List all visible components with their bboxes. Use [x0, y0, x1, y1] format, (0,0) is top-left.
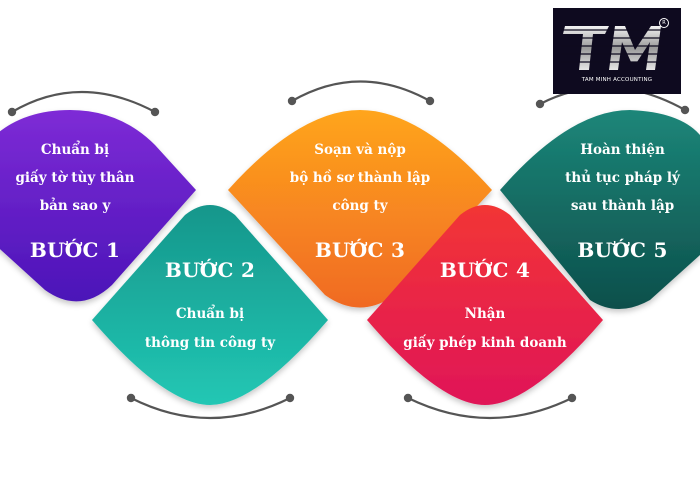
connector-arc-4 [407, 397, 573, 420]
step-3-line-3: công ty [332, 198, 388, 214]
logo-caption: TAM MINH ACCOUNTING [581, 77, 653, 83]
step-2-line-2: thông tin công ty [144, 335, 276, 351]
tam-minh-logo: R TAM MINH ACCOUNTING [553, 8, 681, 94]
registered-mark: R [659, 18, 669, 28]
step-1-label: BƯỚC 1 [29, 238, 121, 262]
step-5-line-2: thủ tục pháp lý [565, 170, 680, 186]
step-1-line-2: giấy tờ tùy thân [15, 170, 135, 186]
connector-arc-2 [130, 397, 291, 420]
connector-dots [7, 96, 690, 403]
step-3-label: BƯỚC 3 [314, 238, 406, 262]
step-3-line-2: bộ hồ sơ thành lập [289, 170, 431, 186]
step-3-line-1: Soạn và nộp [314, 142, 406, 158]
tm-monogram-icon [561, 26, 665, 70]
step-1-line-1: Chuẩn bị [40, 142, 110, 158]
step-4-shape [367, 205, 603, 405]
step-2-line-1: Chuẩn bị [175, 306, 245, 322]
step-5-label: BƯỚC 5 [577, 238, 668, 262]
connector-arc-3 [291, 80, 431, 102]
step-4-line-1: Nhận [464, 306, 506, 322]
step-2-label: BƯỚC 2 [164, 258, 256, 282]
step-4-line-2: giấy phép kinh doanh [403, 335, 567, 351]
step-5-shape [500, 110, 700, 309]
step-4-label: BƯỚC 4 [439, 258, 531, 282]
step-1-line-3: bản sao y [39, 198, 111, 214]
step-1-shape [0, 110, 196, 302]
connector-arc-1 [11, 91, 156, 113]
step-5-line-3: sau thành lập [570, 198, 675, 214]
step-5-line-1: Hoàn thiện [580, 142, 665, 158]
step-2-shape [92, 205, 328, 405]
